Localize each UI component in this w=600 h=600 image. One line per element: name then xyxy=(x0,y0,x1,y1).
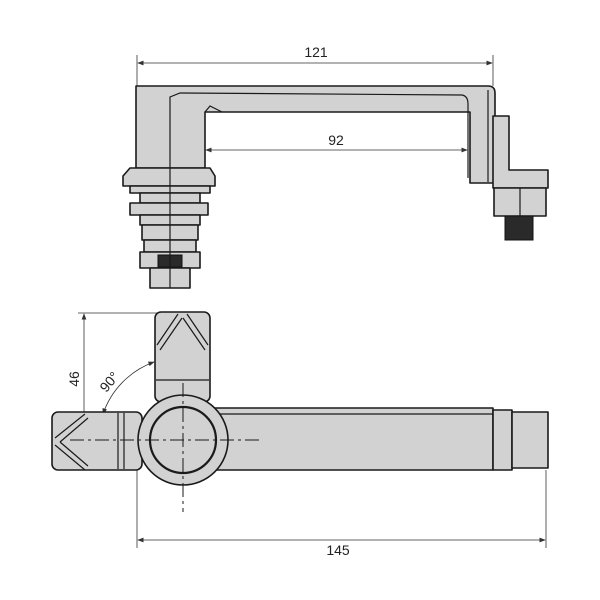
centerlines xyxy=(70,383,262,512)
valve-stack xyxy=(122,167,216,289)
dimension-label-92: 92 xyxy=(328,132,344,148)
left-handle xyxy=(51,411,143,471)
thread xyxy=(504,215,534,241)
dimension-121: 121 xyxy=(136,44,494,86)
dimension-92: 92 xyxy=(205,132,468,153)
spout-handle xyxy=(135,85,496,184)
rotated-handle xyxy=(154,311,211,403)
dimension-label-145: 145 xyxy=(326,542,350,558)
angle-90: 90° xyxy=(96,361,155,415)
spout-bar xyxy=(199,407,549,471)
dimension-label-46: 46 xyxy=(66,371,82,387)
dimension-label-121: 121 xyxy=(304,44,328,60)
bottom-view: 46 90° xyxy=(51,311,549,558)
angle-label: 90° xyxy=(96,369,122,396)
top-view: 121 92 xyxy=(122,44,549,289)
mounting-bracket xyxy=(492,115,549,241)
dimension-145: 145 xyxy=(136,470,547,558)
